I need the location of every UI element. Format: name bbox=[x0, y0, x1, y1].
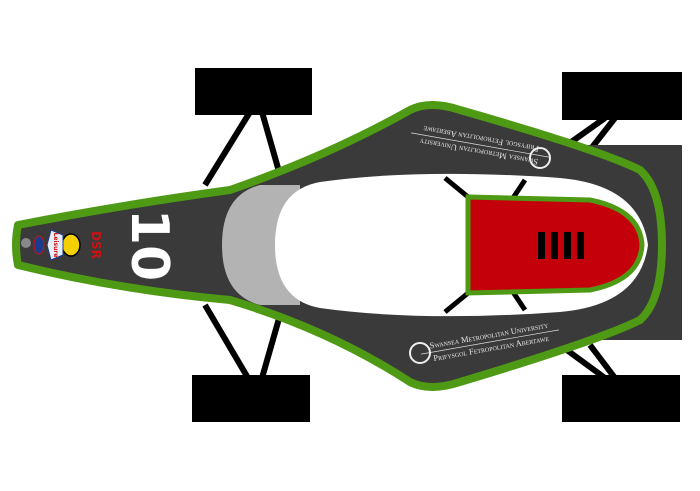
university-crest-top bbox=[529, 147, 551, 169]
front-right-wheel bbox=[192, 375, 310, 422]
leisure-logo-text: Leisure bbox=[52, 233, 59, 258]
hm-logo bbox=[61, 233, 81, 257]
leisure-logo bbox=[46, 229, 64, 261]
suspension bbox=[202, 110, 618, 381]
seat-vents bbox=[538, 232, 584, 259]
university-crest-bottom bbox=[409, 342, 431, 364]
z-logo bbox=[33, 235, 45, 255]
rear-right-wheel bbox=[562, 375, 680, 422]
front-left-wheel bbox=[195, 68, 312, 115]
sponsor-logos: DSR Leisure bbox=[21, 229, 103, 261]
dsr-logo: DSR bbox=[89, 231, 103, 259]
rear-left-wheel bbox=[562, 72, 682, 120]
car-number: 10 bbox=[119, 209, 179, 281]
university-crest-small bbox=[21, 238, 31, 248]
